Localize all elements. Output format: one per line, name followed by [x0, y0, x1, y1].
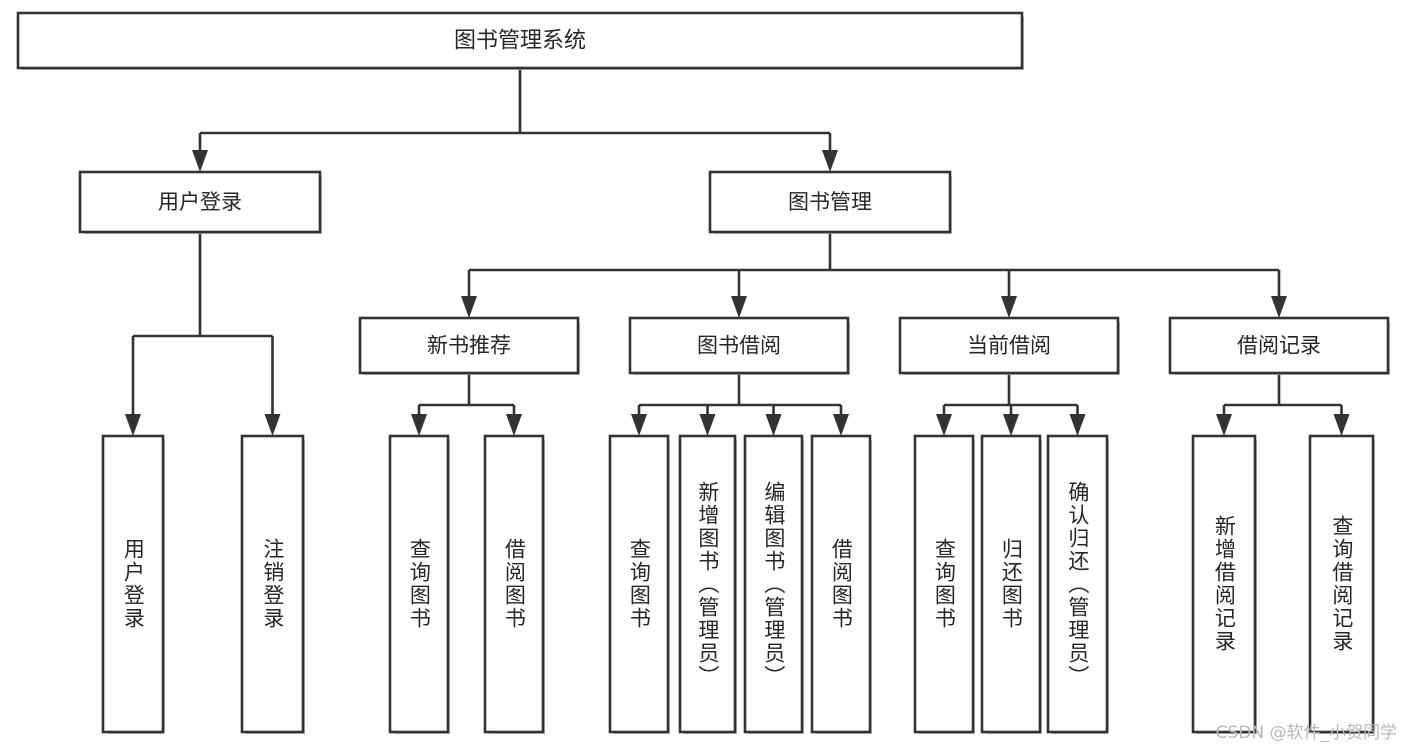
node-label-l3_current: 当前借阅 — [967, 334, 1051, 358]
arrow-head-leaf_cu_query — [936, 414, 952, 436]
node-label-l3_new_book: 新书推荐 — [427, 334, 511, 358]
connector-group-l3_new_book — [411, 373, 522, 436]
node-box-layer — [16, 11, 1390, 734]
arrow-head-leaf_user_login — [125, 414, 141, 436]
node-box-leaf_bo_add[interactable] — [678, 434, 737, 734]
arrow-head-leaf_user_logout — [264, 414, 281, 436]
arrow-head-leaf_bo_edit — [765, 414, 782, 436]
connector-layer — [125, 68, 1350, 436]
arrow-head-leaf_nb_borrow — [506, 414, 522, 436]
node-box-leaf_bo_borrow[interactable] — [810, 434, 872, 734]
node-box-leaf_bo_edit[interactable] — [743, 434, 804, 734]
connector-group-l3_current — [936, 373, 1086, 436]
arrow-head-l3_borrow — [731, 296, 747, 318]
connector-group-l3_record — [1216, 373, 1350, 436]
arrow-head-l3_current — [1001, 296, 1017, 318]
node-box-leaf_user_login[interactable] — [101, 434, 165, 734]
node-box-leaf_cu_return[interactable] — [980, 434, 1042, 734]
node-label-l3_record: 借阅记录 — [1237, 334, 1321, 358]
connector-group-l2_user_login — [125, 232, 281, 436]
node-box-leaf_nb_borrow[interactable] — [483, 434, 545, 734]
node-box-root[interactable] — [16, 11, 1024, 70]
node-label-l3_borrow: 图书借阅 — [697, 334, 781, 358]
arrow-head-leaf_nb_query — [411, 414, 427, 436]
node-box-leaf_cu_confirm[interactable] — [1046, 434, 1109, 734]
node-box-leaf_cu_query[interactable] — [913, 434, 975, 734]
arrow-head-leaf_rec_add — [1216, 414, 1232, 436]
node-box-leaf_nb_query[interactable] — [388, 434, 450, 734]
node-label-l2_book_manage: 图书管理 — [788, 190, 872, 214]
arrow-head-l3_new_book — [461, 296, 477, 318]
watermark-text: CSDN @软件_小贺同学 — [1215, 723, 1397, 743]
node-label-l2_user_login: 用户登录 — [158, 190, 242, 214]
node-label-root: 图书管理系统 — [454, 29, 586, 54]
node-box-l3_borrow[interactable] — [628, 316, 850, 375]
node-box-l3_current[interactable] — [898, 316, 1120, 375]
arrow-head-l3_record — [1271, 296, 1287, 318]
node-box-l3_record[interactable] — [1168, 316, 1390, 375]
arrow-head-leaf_bo_borrow — [833, 414, 849, 436]
connector-group-l2_book_manage — [461, 232, 1287, 318]
arrow-head-l2_book_manage — [822, 150, 838, 172]
connector-group-l3_borrow — [631, 373, 849, 436]
arrow-head-leaf_cu_confirm — [1069, 414, 1086, 436]
node-box-l2_book_manage[interactable] — [708, 170, 952, 234]
node-box-l3_new_book[interactable] — [358, 316, 580, 375]
node-box-leaf_bo_query[interactable] — [608, 434, 670, 734]
arrow-head-leaf_rec_query — [1333, 414, 1350, 436]
arrow-head-l2_user_login — [192, 150, 208, 172]
arrow-head-leaf_bo_query — [631, 414, 647, 436]
arrow-head-leaf_cu_return — [1003, 414, 1019, 436]
node-box-leaf_user_logout[interactable] — [240, 434, 305, 734]
node-box-l2_user_login[interactable] — [78, 170, 322, 234]
node-box-leaf_rec_add[interactable] — [1191, 434, 1257, 734]
arrow-head-leaf_bo_add — [699, 414, 716, 436]
connector-group-root — [192, 68, 838, 172]
node-box-leaf_rec_query[interactable] — [1308, 434, 1375, 734]
